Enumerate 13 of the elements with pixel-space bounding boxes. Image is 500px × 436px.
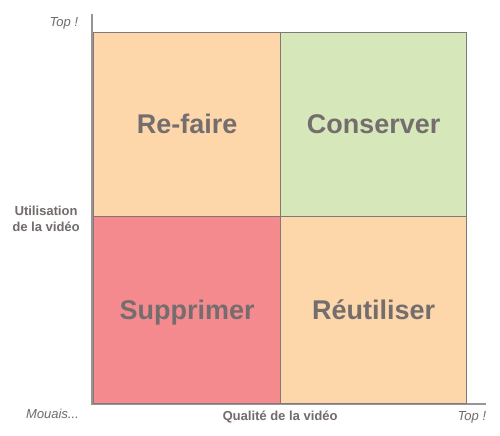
quadrant-title: Réutiliser [312,294,436,326]
quadrant-box [280,32,467,217]
quadrant-box [93,216,281,404]
axis-title: Qualité de la vidéo [222,408,338,424]
quadrant-title: Supprimer [119,294,255,326]
quadrant-title: Conserver [306,109,440,140]
quadrant-box [93,32,281,217]
axis-title: Utilisation de la vidéo [11,203,81,235]
quadrant-box [280,216,467,404]
axis-end-label: Mouais... [26,406,80,422]
axis-end-label: Top ! [456,408,486,424]
quadrant-title: Re-faire [136,109,238,140]
axis-end-label: Top ! [48,14,78,30]
